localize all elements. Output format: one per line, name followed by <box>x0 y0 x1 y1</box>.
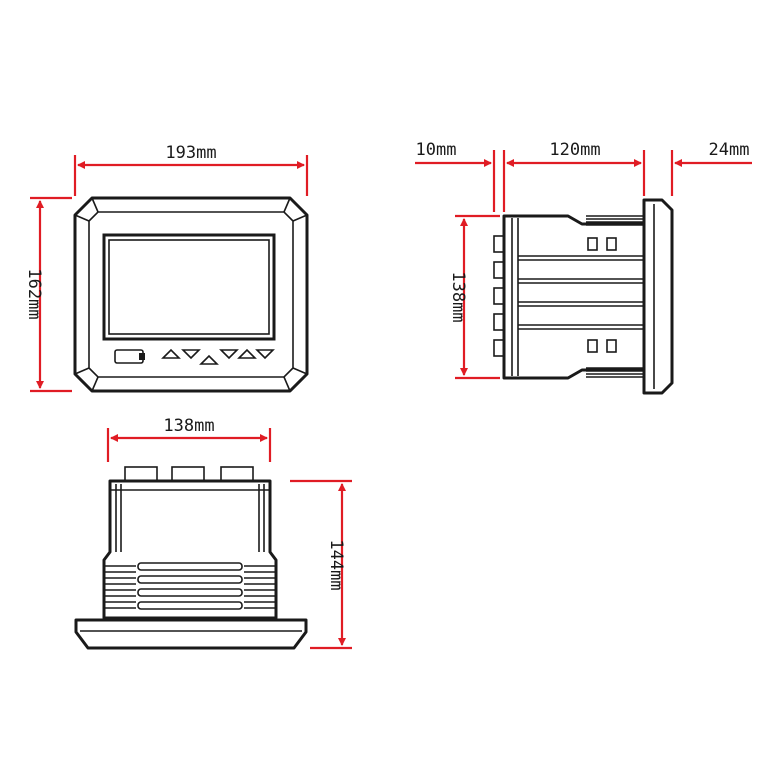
side-body-outline <box>502 214 646 380</box>
front-view: 193mm 162mm <box>24 143 309 393</box>
side-flange <box>642 198 674 395</box>
side-view: 10mm 120mm 24mm 138mm <box>415 140 752 395</box>
front-button-6 <box>255 349 275 360</box>
front-height-label: 162mm <box>24 268 44 319</box>
top-connector-1 <box>124 466 158 482</box>
top-thread-left <box>104 565 136 609</box>
front-button-2 <box>181 349 201 360</box>
top-flange <box>74 618 308 650</box>
front-button-1 <box>161 348 181 359</box>
front-indicator <box>114 349 144 364</box>
side-body-label: 120mm <box>549 140 600 160</box>
side-flange-label: 10mm <box>416 140 457 160</box>
top-height-label: 144mm <box>326 539 346 590</box>
top-body-outline <box>102 479 278 620</box>
front-width-label: 193mm <box>165 143 216 163</box>
front-button-4 <box>219 349 239 360</box>
top-connector-3 <box>220 466 254 482</box>
top-connector-2 <box>171 466 205 482</box>
front-inner-bezel <box>88 211 294 378</box>
top-fins <box>137 562 243 610</box>
front-button-3 <box>199 354 219 365</box>
top-width-label: 138mm <box>163 416 214 436</box>
top-thread-right <box>244 565 276 609</box>
side-rear-label: 24mm <box>709 140 750 160</box>
side-height-label: 138mm <box>448 271 468 322</box>
front-button-5 <box>237 348 257 359</box>
side-thread-bottom <box>586 367 644 378</box>
front-screen <box>102 233 276 341</box>
side-thread-top <box>586 215 644 226</box>
top-view: 138mm 144mm <box>74 416 352 650</box>
side-fins <box>518 255 644 330</box>
